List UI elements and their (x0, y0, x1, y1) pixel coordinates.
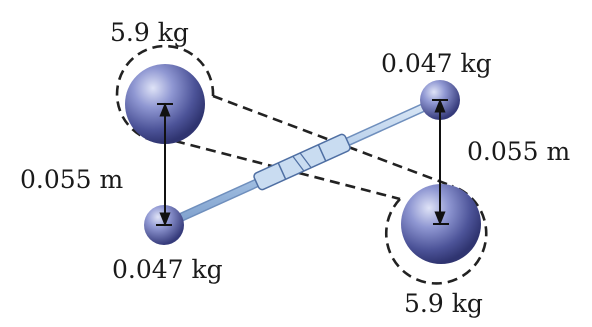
torsion-rod (159, 95, 445, 230)
rod-clamp (253, 133, 351, 191)
label-distance-left: 0.055 m (20, 165, 124, 194)
label-mass-large-top-left: 5.9 kg (110, 18, 189, 47)
label-mass-small-bottom-left: 0.047 kg (112, 255, 223, 284)
dashed-connector-upper (212, 94, 453, 188)
label-mass-small-top-right: 0.047 kg (381, 49, 492, 78)
dashed-circle-bottom-right (385, 184, 488, 285)
label-distance-right: 0.055 m (467, 137, 571, 166)
separation-arrow-left (156, 102, 173, 227)
separation-arrow-right (432, 98, 449, 226)
label-mass-large-bottom-right: 5.9 kg (404, 289, 483, 318)
